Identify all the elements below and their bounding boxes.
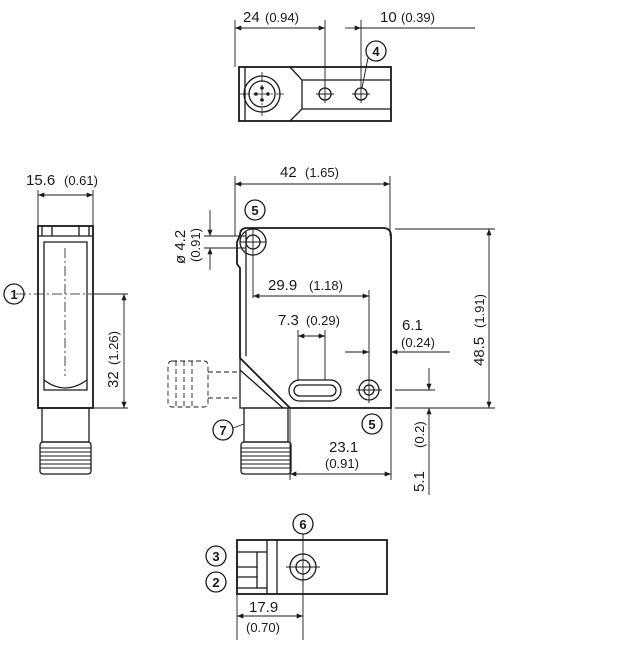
svg-text:4: 4	[372, 44, 380, 59]
dim-hole-spacing-in: (1.18)	[309, 278, 343, 293]
dim-edge-offset-in: (0.24)	[401, 335, 435, 350]
svg-text:5: 5	[251, 203, 258, 218]
front-slot	[288, 379, 342, 402]
dim-slot-width-in: (0.29)	[306, 313, 340, 328]
dim-edge-offset: 6.1	[402, 317, 423, 334]
svg-text:1: 1	[10, 287, 17, 302]
front-connector-nut	[243, 407, 289, 443]
front-cable-stub	[167, 360, 209, 408]
front-connector-body	[240, 441, 292, 475]
dim-hole-diameter: ø 4.2	[172, 230, 189, 264]
front-view: 42 (1.65) 5 5 29.9 (1.18)	[167, 164, 495, 495]
dim-top-width-main: 24	[243, 9, 260, 26]
side-view-connector-body	[39, 441, 92, 475]
side-view-lens	[43, 241, 88, 391]
top-view-step	[289, 66, 303, 122]
callout-6: 6	[292, 513, 314, 548]
side-view-connector-nut	[41, 407, 90, 443]
dim-top-width-main-in: (0.94)	[265, 10, 299, 25]
svg-text:6: 6	[299, 517, 306, 532]
bottom-view-connector	[236, 551, 258, 589]
side-view: 15.6 (0.61) 32 (1.26) 1	[3, 172, 128, 475]
dim-hole-spacing: 29.9	[268, 277, 297, 294]
callout-5-top: 5	[244, 199, 266, 221]
dim-bottom-step-in: (0.2)	[412, 421, 427, 448]
front-view-body	[236, 227, 392, 409]
dim-side-height-in: (1.26)	[106, 331, 121, 365]
svg-text:3: 3	[212, 549, 219, 564]
callout-4: 4	[361, 40, 387, 89]
callout-2: 2	[205, 571, 227, 593]
dim-bottom-offset-in: (0.91)	[325, 456, 359, 471]
svg-text:7: 7	[219, 423, 226, 438]
svg-text:5: 5	[368, 417, 375, 432]
dim-front-width: 42	[280, 164, 297, 181]
dim-front-height: 48.5	[471, 337, 488, 366]
dim-front-width-in: (1.65)	[305, 165, 339, 180]
dim-bottom-step: 5.1	[411, 471, 428, 492]
dim-side-width-in: (0.61)	[64, 173, 98, 188]
dim-bottom-view-width: 17.9	[249, 599, 278, 616]
dim-top-width-secondary: 10	[380, 9, 397, 26]
callout-1: 1	[3, 283, 25, 305]
bottom-view: 6 3 2 17.9 (0.70)	[205, 513, 388, 640]
dim-hole-diameter-in: (0.91)	[188, 228, 203, 262]
callout-3: 3	[205, 545, 227, 567]
dim-side-width: 15.6	[26, 172, 55, 189]
dim-bottom-offset: 23.1	[329, 439, 358, 456]
dim-bottom-view-width-in: (0.70)	[246, 620, 280, 635]
callout-5-bottom: 5	[361, 413, 383, 435]
top-view-outline	[238, 66, 392, 122]
dim-slot-width: 7.3	[278, 312, 299, 329]
top-view: 24 (0.94) 10 (0.39) 4	[234, 9, 475, 122]
callout-7: 7	[212, 419, 245, 441]
side-view-body	[37, 225, 94, 409]
dim-front-height-in: (1.91)	[472, 294, 487, 328]
dim-side-height: 32	[105, 371, 122, 388]
dim-top-width-secondary-in: (0.39)	[401, 10, 435, 25]
svg-text:2: 2	[212, 575, 219, 590]
